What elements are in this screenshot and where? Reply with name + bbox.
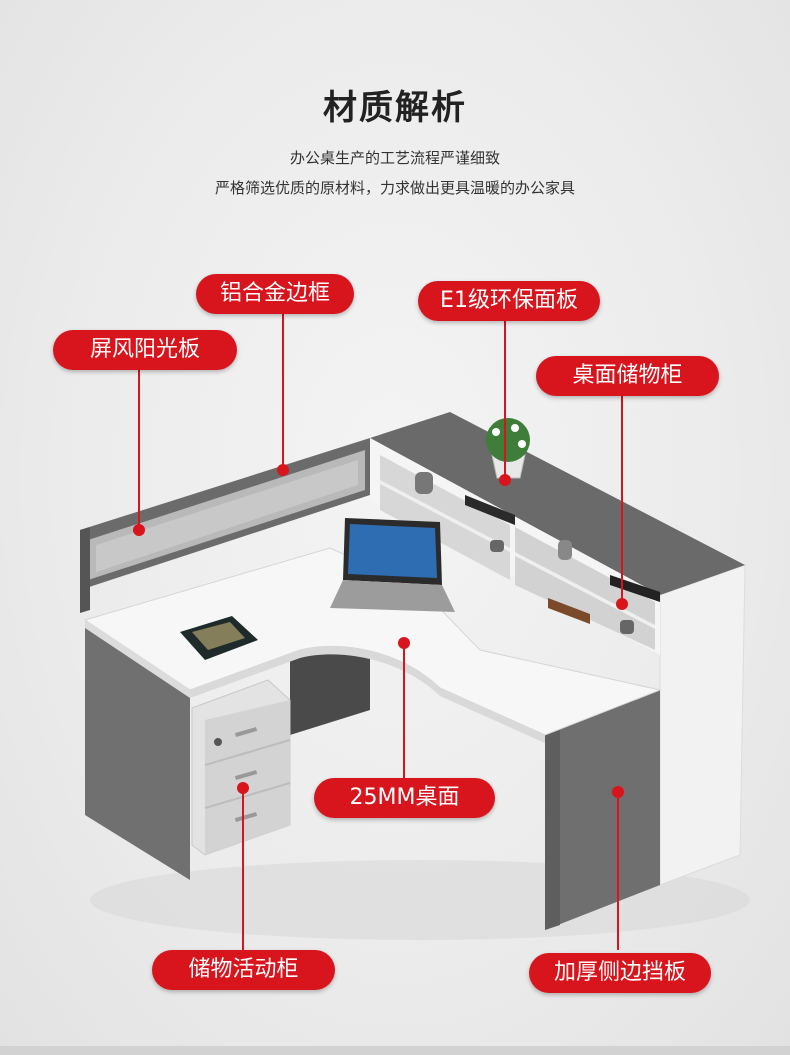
drawer-divider-2: [204, 782, 291, 809]
vase-2: [558, 540, 572, 560]
cabinet-top: [370, 412, 745, 595]
cabinet-divider-1: [380, 480, 510, 552]
book-2: [548, 598, 590, 624]
book-1: [465, 495, 515, 525]
cabinet-divider-2: [515, 552, 655, 629]
vase-1: [415, 472, 433, 494]
desktop-edge-left: [85, 620, 190, 698]
desk-left-panel: [85, 625, 190, 880]
label-mobile-pedestal: 储物活动柜: [152, 950, 335, 990]
screen-post: [80, 527, 90, 613]
label-side-panel: 加厚侧边挡板: [529, 953, 711, 993]
drawer-handle-3: [234, 812, 258, 822]
subtitle-line-1: 办公桌生产的工艺流程严谨细致: [289, 149, 500, 167]
label-screen-board: 屏风阳光板: [53, 330, 237, 370]
bottom-strip: [0, 1046, 790, 1055]
vase-3: [490, 540, 504, 552]
drawer-handle-1: [234, 727, 258, 737]
page-title: 材质解析: [323, 88, 467, 128]
subtitle-line-2: 严格筛选优质的原材料，力求做出更具温暖的办公家具: [214, 179, 575, 197]
leader-lines: [138, 312, 623, 950]
thick-side-panel: [545, 690, 660, 930]
leader-dots: [133, 464, 628, 798]
label-e1-panel: E1级环保面板: [418, 281, 600, 321]
mobile-pedestal-front: [205, 700, 290, 855]
label-desktop-cabinet: 桌面储物柜: [536, 356, 719, 396]
notebook-cover-art: [192, 622, 245, 650]
label-desktop-25mm: 25MM桌面: [314, 778, 495, 818]
label-aluminum-frame: 铝合金边框: [196, 274, 354, 314]
plant-flower-1: [492, 428, 500, 436]
laptop-screen: [348, 524, 437, 578]
plant-flower-3: [518, 440, 526, 448]
thick-side-panel-edge: [545, 730, 560, 930]
laptop-keyboard-base: [330, 580, 455, 612]
cabinet-side-panel: [659, 564, 746, 886]
vase-4: [620, 620, 634, 634]
plant-leaves: [486, 418, 530, 462]
screen-sun-board: [96, 460, 358, 572]
plant-flower-2: [511, 424, 519, 432]
drawer-divider-1: [204, 739, 291, 766]
drawer-handle-2: [234, 770, 258, 780]
drawer-lock: [214, 738, 222, 746]
